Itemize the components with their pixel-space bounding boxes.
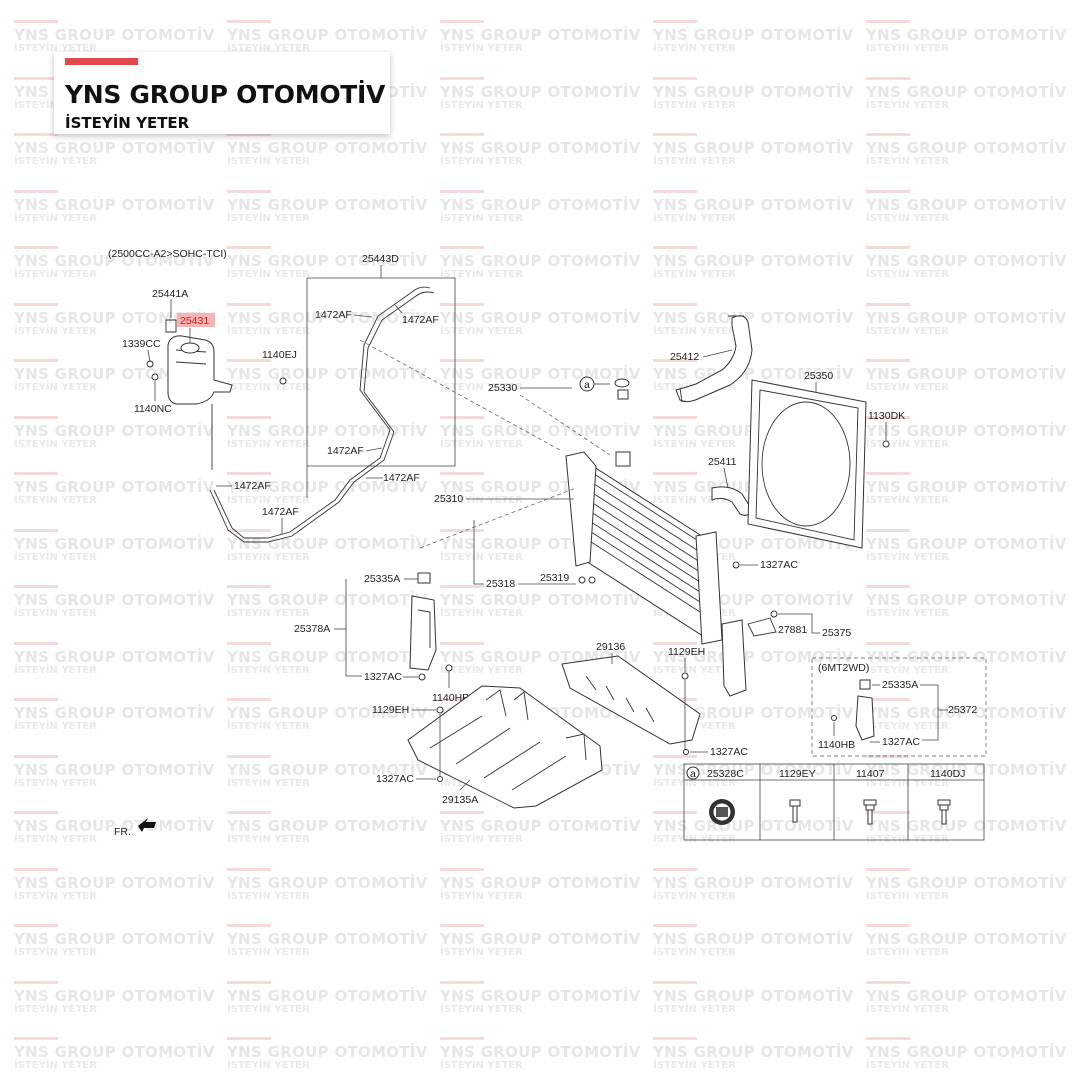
- radiator-25310: [565, 451, 723, 645]
- label-25441A: 25441A: [152, 288, 188, 300]
- label-1129EH-1: 1129EH: [668, 646, 705, 658]
- label-1130DK: 1130DK: [868, 410, 905, 422]
- inset-6mt2wd: [811, 657, 987, 757]
- label-1327AC-3: 1327AC: [710, 746, 748, 758]
- label-1339CC: 1339CC: [122, 338, 161, 350]
- parts-table: a 25328C 1129EY 11407 1140DJ: [683, 763, 985, 841]
- label-1472AF-1: 1472AF: [315, 309, 352, 321]
- label-25431: 25431: [180, 315, 209, 327]
- label-29136: 29136: [596, 641, 625, 653]
- label-1472AF-5: 1472AF: [234, 480, 271, 492]
- upper-hose-25412: [675, 315, 753, 403]
- label-1472AF-4: 1472AF: [383, 472, 420, 484]
- brand-card: YNS GROUP OTOMOTİV İSTEYİN YETER: [54, 52, 390, 134]
- engine-note: (2500CC-A2>SOHC-TCI): [108, 248, 227, 260]
- label-1140NC: 1140NC: [134, 403, 172, 415]
- label-1129EH-2: 1129EH: [372, 704, 409, 716]
- skid-plate-29135A: [407, 685, 603, 809]
- bracket-25375: [721, 617, 777, 697]
- label-1327AC-4: 1327AC: [376, 773, 414, 785]
- bracket-25378A: [409, 595, 437, 671]
- label-25375: 25375: [822, 627, 851, 639]
- table-header-a: a: [690, 768, 696, 780]
- brand-subtitle: İSTEYİN YETER: [65, 114, 190, 132]
- label-29135A: 29135A: [442, 794, 478, 806]
- label-6MT2WD: (6MT2WD): [818, 662, 869, 674]
- label-25335A-2: 25335A: [882, 679, 918, 691]
- label-1472AF-3: 1472AF: [327, 445, 364, 457]
- brand-accent-bar: [65, 58, 138, 65]
- label-25443D: 25443D: [362, 253, 399, 265]
- label-25378A: 25378A: [294, 623, 330, 635]
- label-25372: 25372: [948, 704, 977, 716]
- front-arrow-icon: [138, 818, 156, 832]
- label-1472AF-2: 1472AF: [402, 314, 439, 326]
- circle-a-marker: a: [584, 379, 590, 391]
- bolt-11407-icon: [863, 799, 877, 825]
- label-1472AF-6: 1472AF: [262, 506, 299, 518]
- label-1327AC-5: 1327AC: [882, 736, 920, 748]
- label-25310: 25310: [434, 493, 463, 505]
- label-25330: 25330: [488, 382, 517, 394]
- table-header-1129EY: 1129EY: [779, 768, 816, 780]
- label-1140HB-2: 1140HB: [818, 739, 855, 751]
- label-25411: 25411: [708, 456, 737, 468]
- label-25412: 25412: [670, 351, 699, 363]
- lower-hose-25411: [711, 486, 753, 516]
- cover-29136: [561, 655, 701, 745]
- label-1140HB-1: 1140HB: [432, 692, 469, 704]
- table-header-25328C: 25328C: [707, 768, 744, 780]
- label-25350: 25350: [804, 370, 833, 382]
- reservoir-tank: [146, 319, 233, 470]
- label-27881: 27881: [778, 624, 807, 636]
- label-1327AC-2: 1327AC: [364, 671, 402, 683]
- label-1327AC-1: 1327AC: [760, 559, 798, 571]
- label-fr: FR.: [114, 826, 131, 838]
- table-header-1140DJ: 1140DJ: [930, 768, 965, 780]
- bolt-1129EY-icon: [789, 799, 801, 823]
- label-25318: 25318: [486, 578, 515, 590]
- brand-title: YNS GROUP OTOMOTİV: [65, 80, 386, 109]
- table-header-11407: 11407: [856, 768, 885, 780]
- label-1140EJ: 1140EJ: [262, 349, 297, 361]
- highlight-25431: [177, 313, 215, 327]
- fan-shroud-25350: [747, 379, 867, 549]
- label-25335A-1: 25335A: [364, 573, 400, 585]
- bolt-1140DJ-icon: [937, 799, 951, 825]
- label-25319: 25319: [540, 572, 569, 584]
